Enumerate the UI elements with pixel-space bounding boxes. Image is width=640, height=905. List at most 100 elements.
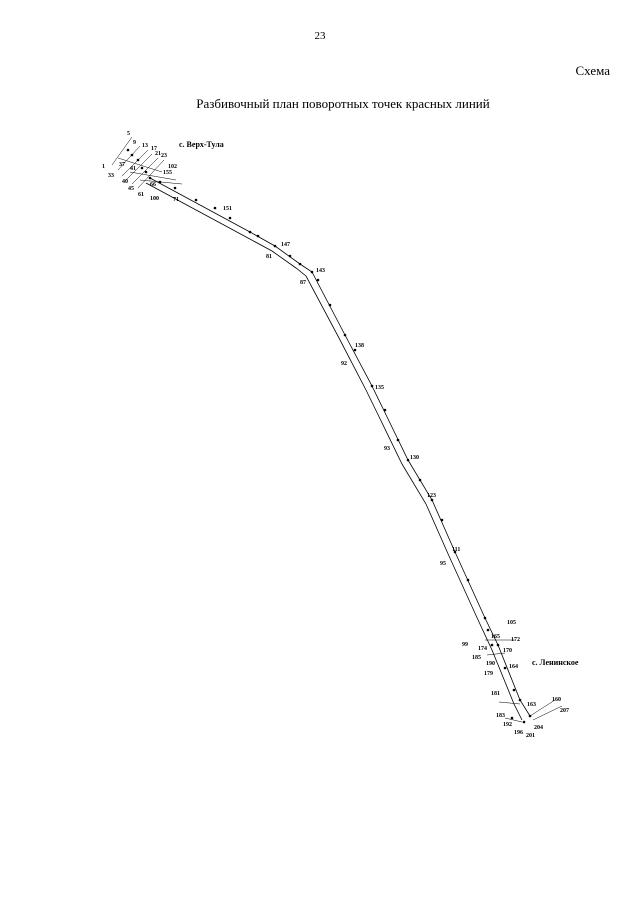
point-label-138: 138 — [355, 343, 364, 349]
point-label-41: 41 — [130, 166, 136, 172]
point-label-151: 151 — [223, 206, 232, 212]
point-label-130: 130 — [410, 455, 419, 461]
vertex-point — [316, 278, 320, 282]
schema-label: Схема — [575, 63, 610, 78]
branch-line — [117, 157, 163, 173]
vertex-point — [503, 666, 507, 670]
vertex-point — [158, 180, 162, 184]
point-label-183: 183 — [496, 713, 505, 719]
point-label-164: 164 — [509, 664, 518, 670]
point-label-155: 155 — [163, 170, 172, 176]
point-label-192: 192 — [503, 722, 512, 728]
branch-line — [529, 699, 556, 717]
village-label-south: с. Ленинское — [532, 658, 579, 667]
point-label-102: 102 — [168, 164, 177, 170]
point-label-93: 93 — [384, 446, 390, 452]
plan-title: Разбивочный план поворотных точек красны… — [196, 96, 490, 111]
vertex-point — [173, 186, 177, 190]
point-label-123: 123 — [427, 493, 436, 499]
point-label-17: 17 — [151, 146, 157, 152]
point-label-87: 87 — [300, 280, 306, 286]
point-label-81: 81 — [266, 254, 272, 260]
vertex-point — [148, 176, 152, 180]
point-label-92: 92 — [341, 361, 347, 367]
branch-line — [121, 149, 149, 177]
point-label-165: 165 — [491, 634, 500, 640]
point-label-23: 23 — [161, 153, 167, 159]
point-label-201: 201 — [526, 733, 535, 739]
point-label-13: 13 — [142, 143, 148, 149]
vertex-point — [486, 628, 490, 632]
point-label-135: 135 — [375, 385, 384, 391]
vertex-point — [298, 262, 302, 266]
vertex-point — [136, 158, 140, 162]
point-label-196: 196 — [514, 730, 523, 736]
vertex-point — [528, 714, 532, 718]
point-label-172: 172 — [511, 637, 520, 643]
page-number: 23 — [314, 30, 326, 42]
vertex-point — [383, 408, 387, 412]
vertex-point — [310, 270, 314, 274]
vertex-point — [370, 384, 374, 388]
branch-line — [532, 705, 563, 721]
point-label-204: 204 — [534, 725, 543, 731]
point-label-105: 105 — [507, 620, 516, 626]
vertex-point — [406, 458, 410, 462]
vertex-point — [522, 720, 526, 724]
vertex-point — [194, 198, 198, 202]
vertex-point — [430, 498, 434, 502]
vertex-point — [453, 550, 457, 554]
point-label-95: 95 — [440, 561, 446, 567]
point-label-163: 163 — [527, 702, 536, 708]
point-label-1: 1 — [102, 164, 105, 170]
vertex-point — [490, 643, 494, 647]
point-label-174: 174 — [478, 646, 487, 652]
vertex-point — [273, 244, 277, 248]
vertex-point — [518, 698, 522, 702]
point-label-160: 160 — [552, 697, 561, 703]
branch-line — [111, 136, 133, 166]
vertex-point — [396, 438, 400, 442]
branch-line — [117, 145, 141, 171]
red-line-east — [149, 177, 531, 717]
vertex-point — [466, 578, 470, 582]
point-label-40: 40 — [122, 179, 128, 185]
point-label-181: 181 — [491, 691, 500, 697]
branch-line — [129, 171, 177, 181]
vertex-point — [126, 148, 130, 152]
vertex-point — [483, 616, 487, 620]
point-label-71: 71 — [173, 197, 179, 203]
branch-line — [498, 701, 521, 705]
branch-line — [486, 652, 506, 656]
point-label-207: 207 — [560, 708, 569, 714]
vertex-point — [248, 230, 252, 234]
point-label-185: 185 — [472, 655, 481, 661]
branch-line — [125, 153, 153, 181]
village-label-north: с. Верх-Тула — [179, 140, 224, 149]
vertex-point — [418, 478, 422, 482]
point-label-45: 45 — [128, 186, 134, 192]
point-label-21: 21 — [155, 151, 161, 157]
point-label-143: 143 — [316, 268, 325, 274]
branch-line — [137, 159, 165, 189]
point-label-190: 190 — [486, 661, 495, 667]
point-label-179: 179 — [484, 671, 493, 677]
vertex-point — [343, 333, 347, 337]
vertex-point — [440, 518, 444, 522]
point-label-33: 33 — [108, 173, 114, 179]
vertex-point — [510, 716, 514, 720]
vertex-point — [140, 166, 144, 170]
vertex-point — [213, 206, 217, 210]
vertex-point — [328, 303, 332, 307]
branch-line — [131, 157, 159, 185]
point-label-170: 170 — [503, 648, 512, 654]
point-label-147: 147 — [281, 242, 290, 248]
point-label-9: 9 — [133, 140, 136, 146]
vertex-point — [228, 216, 232, 220]
red-lines — [111, 136, 563, 723]
point-label-61: 61 — [138, 192, 144, 198]
point-label-99: 99 — [462, 642, 468, 648]
branch-line — [504, 717, 523, 723]
